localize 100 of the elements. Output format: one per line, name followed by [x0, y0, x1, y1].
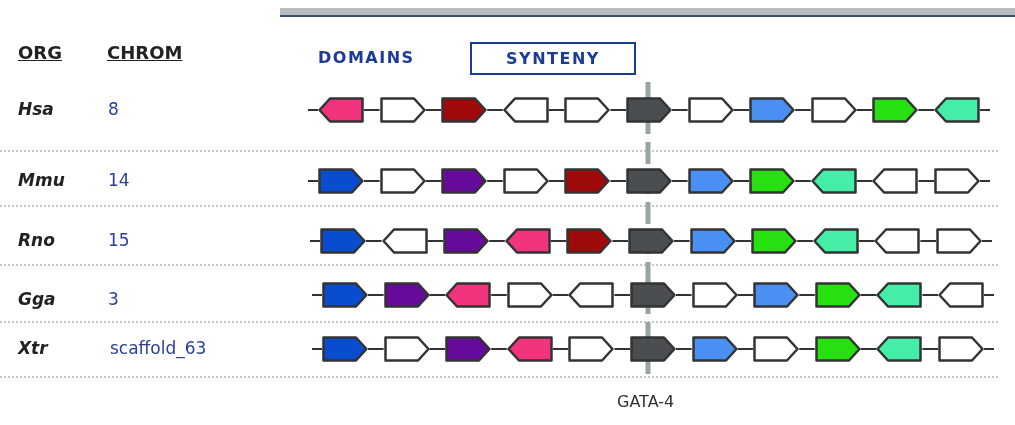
organism-name: Xtr: [18, 338, 48, 358]
gene-symbol: [322, 282, 368, 308]
backbone-line: [736, 294, 755, 296]
backbone-line: [613, 294, 631, 296]
gene-symbol: [322, 336, 368, 362]
backbone-line: [428, 348, 447, 350]
backbone-line: [424, 109, 443, 111]
gene-symbol: [938, 282, 984, 308]
chromosome-name: scaffold_63: [110, 338, 207, 358]
backbone-line: [609, 180, 627, 182]
gene-name: GATA-4: [617, 392, 675, 411]
gene-symbol: [628, 228, 674, 254]
gene-symbol: [381, 228, 428, 254]
gene-symbol: [753, 336, 800, 362]
organism-name: Rno: [18, 230, 55, 250]
backbone-line: [547, 180, 566, 182]
backbone-line: [551, 348, 570, 350]
organism-name: Gga: [18, 289, 56, 309]
gene-symbol: [934, 97, 980, 123]
gene-symbol: [810, 168, 857, 194]
backbone-line: [424, 180, 443, 182]
backbone-line: [794, 109, 812, 111]
gene-symbol: [812, 228, 859, 254]
gene-symbol: [749, 168, 796, 194]
backbone-line: [921, 348, 939, 350]
backbone-line: [365, 240, 383, 242]
backbone-line: [367, 348, 385, 350]
backbone-line: [547, 109, 566, 111]
backbone-line: [855, 180, 874, 182]
backbone-line: [798, 348, 816, 350]
backbone-line: [917, 109, 935, 111]
backbone-line: [363, 109, 381, 111]
gene-symbol: [564, 97, 611, 123]
backbone-line: [734, 240, 753, 242]
gene-symbol: [814, 336, 861, 362]
backbone-line: [796, 240, 814, 242]
backbone-line: [855, 109, 874, 111]
gene-symbol: [379, 97, 426, 123]
gene-symbol: [874, 228, 921, 254]
backbone-line: [367, 294, 385, 296]
chromosome-name: 3: [108, 289, 119, 309]
chromosome-name: 15: [108, 230, 130, 250]
backbone-line: [490, 294, 508, 296]
backbone-line: [426, 240, 445, 242]
gene-symbol: [568, 282, 615, 308]
backbone-line: [428, 294, 447, 296]
backbone-line: [736, 348, 755, 350]
gene-symbol: [872, 97, 919, 123]
gene-symbol: [687, 168, 734, 194]
backbone-line: [917, 180, 935, 182]
gene-symbol: [568, 336, 615, 362]
backbone-line: [486, 180, 504, 182]
gene-symbol: [445, 282, 492, 308]
gene-symbol: [441, 97, 488, 123]
organism-name: Hsa: [18, 99, 54, 119]
backbone-line: [490, 348, 508, 350]
tab-label: DOMAINS: [318, 48, 415, 67]
column-header: ORG: [18, 42, 62, 63]
gene-symbol: [938, 336, 984, 362]
gene-symbol: [504, 228, 551, 254]
backbone-line: [732, 109, 751, 111]
backbone-line: [671, 180, 689, 182]
backbone-line: [549, 240, 568, 242]
backbone-line: [673, 240, 691, 242]
gene-symbol: [934, 168, 980, 194]
gene-symbol: [876, 282, 923, 308]
tab-label-box: SYNTENY: [470, 42, 636, 75]
gene-symbol: [626, 168, 672, 194]
gene-symbol: [876, 336, 923, 362]
backbone-line: [675, 348, 693, 350]
column-header: CHROM: [107, 42, 183, 63]
gene-symbol: [506, 336, 553, 362]
backbone-line: [609, 109, 627, 111]
gene-symbol: [320, 228, 366, 254]
gene-symbol: [318, 97, 364, 123]
gene-symbol: [441, 168, 488, 194]
gene-symbol: [751, 228, 798, 254]
backbone-line: [921, 294, 939, 296]
backbone-line: [798, 294, 816, 296]
gene-symbol: [383, 336, 430, 362]
gene-symbol: [626, 97, 672, 123]
gene-symbol: [564, 168, 611, 194]
gene-symbol: [691, 336, 738, 362]
gene-symbol: [936, 228, 982, 254]
gene-symbol: [506, 282, 553, 308]
backbone-line: [732, 180, 751, 182]
backbone-line: [611, 240, 629, 242]
gene-symbol: [810, 97, 857, 123]
backbone-line: [363, 180, 381, 182]
gene-symbol: [687, 97, 734, 123]
gene-symbol: [566, 228, 613, 254]
gene-symbol: [872, 168, 919, 194]
backbone-line: [919, 240, 937, 242]
gene-symbol: [383, 282, 430, 308]
backbone-line: [551, 294, 570, 296]
chromosome-name: 14: [108, 170, 130, 190]
gene-symbol: [318, 168, 364, 194]
gene-symbol: [814, 282, 861, 308]
gene-symbol: [630, 282, 676, 308]
gene-symbol: [443, 228, 490, 254]
